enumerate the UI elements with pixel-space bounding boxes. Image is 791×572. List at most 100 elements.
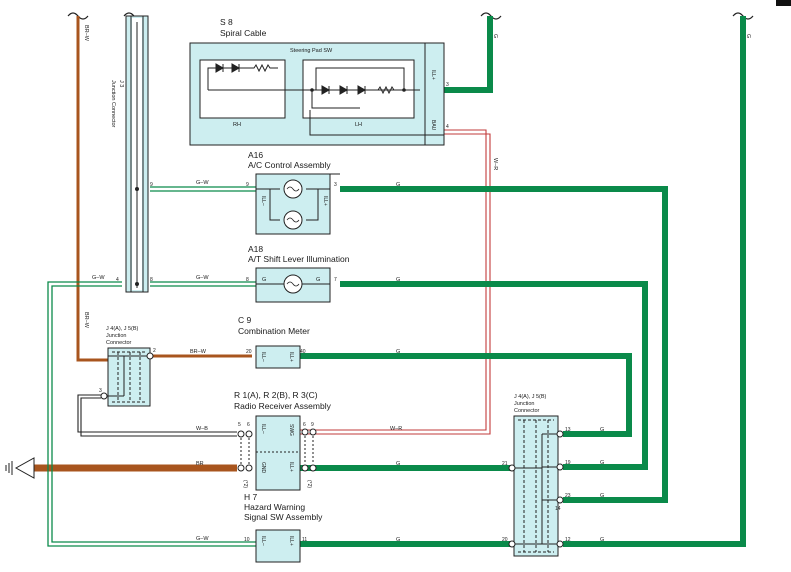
s8-code: S 8 [220,17,233,27]
j4-right-pin-19: 19 [565,460,571,466]
h7-pin-plus: ILL+ [288,536,294,546]
j4-right-pin-20: 20 [502,537,508,543]
h7-name2: Signal SW Assembly [244,512,323,522]
c9-pin-plus: ILL+ [288,352,294,362]
r1-pin-l1: 5 [238,422,241,428]
s8-spiral-cable: S 8 Spiral Cable Steering Pad SW RH LH [189,17,449,146]
r1-pin-ill-plus: ILL+ [288,462,294,472]
s8-rh-label: RH [233,122,241,128]
wires-brown [76,16,252,362]
j4-left-pin-b: 3 [99,388,102,394]
h7-pin-right: 11 [302,537,307,543]
label-g-h7: G [396,537,400,543]
j4-left-pin-a: 2 [153,348,156,354]
j3-name: Junction Connector [110,80,116,128]
j4-right-pin-13: 13 [565,427,571,433]
a18-pin-left-label: G [262,277,266,283]
c9-pin-right: 40 [300,349,306,355]
c9-combination-meter: C 9 Combination Meter ILL– ILL+ 20 40 [238,315,310,369]
label-g-a18: G [396,277,400,283]
j4-right-code: J 4(A), J 5(B) [514,394,547,400]
r1-pin-swg: SWG [288,424,294,436]
a16-pin-minus: ILL– [260,196,266,206]
a18-pin-left: 8 [246,277,249,283]
label-w-r-radio: W–R [390,426,402,432]
s8-pin-ill-num: 3 [446,82,449,88]
j4-right-pin-21: 21 [502,461,508,467]
h7-pin-minus: ILL– [260,536,266,546]
s8-pin-ill: ILL+ [430,70,436,80]
label-g-j4-4: G [600,537,604,543]
a16-ac-control-assembly: A16 A/C Control Assembly ILL– ILL+ 9 3 [246,150,340,235]
h7-code: H 7 [244,492,258,502]
label-w-b: W–B [196,426,208,432]
a18-name: A/T Shift Lever Illumination [248,254,350,264]
j4-right-pin-23: 23 [565,493,571,499]
label-g-w-h7: G–W [196,536,209,542]
wire-w-b [77,394,237,437]
r1-pin-r1: 6 [303,422,306,428]
a18-pin-right-label: G [316,277,320,283]
s8-pin-bau-num: 4 [446,124,449,130]
h7-name: Hazard Warning [244,502,305,512]
j4-left-name2: Connector [106,340,132,346]
r1-note-1: (*2) [242,480,248,488]
label-g-w-left: G–W [92,275,105,281]
label-g-w-a16: G–W [196,180,209,186]
s8-name: Spiral Cable [220,28,267,38]
j4-left-junction-connector: J 4(A), J 5(B) Junction Connector 2 3 [99,326,156,407]
s8-lh-label: LH [355,122,362,128]
j4-right-name2: Connector [514,408,540,414]
c9-name: Combination Meter [238,326,310,336]
r1-pin-gnd: GND [260,462,266,474]
label-br-w-c9: BR–W [190,349,207,355]
s8-pin-bau: BAU [430,120,436,131]
label-g-j4-1: G [600,427,604,433]
a16-pin-plus: ILL+ [322,196,328,206]
label-g-top-2: G [745,34,751,38]
j4-left-name: Junction [106,333,127,339]
r1-pin-l2: 6 [247,422,250,428]
label-g-radio: G [396,461,400,467]
a16-pin-right: 3 [334,182,337,188]
j3-pin-4: 4 [116,277,119,283]
j3-pin-9: 9 [150,182,153,188]
label-g-top-1: G [492,34,498,38]
c9-pin-left: 20 [246,349,252,355]
label-g-j4-3: G [600,493,604,499]
r1-radio-receiver-assembly: R 1(A), R 2(B), R 3(C) Radio Receiver As… [234,390,332,491]
r1-code: R 1(A), R 2(B), R 3(C) [234,390,318,400]
a18-shift-lever-illumination: A18 A/T Shift Lever Illumination G G 8 7 [246,244,350,303]
j3-pin-8: 8 [150,277,153,283]
c9-pin-minus: ILL– [260,352,266,362]
corner-mark [776,0,791,6]
wire-g-w [47,186,256,547]
j4-right-junction-connector: J 4(A), J 5(B) Junction Connector 13 19 … [502,394,571,557]
label-g-c9: G [396,349,400,355]
j4-right-pin-12: 12 [565,537,571,543]
a16-name: A/C Control Assembly [248,160,331,170]
a18-pin-right: 7 [334,277,337,283]
break-marks [67,12,754,20]
a16-code: A16 [248,150,263,160]
r1-pin-r2: 9 [311,422,314,428]
label-w-r-vertical: W–R [492,158,498,170]
j3-junction-connector: J 3 Junction Connector 9 8 4 [110,15,153,293]
label-g-a16: G [396,182,400,188]
r1-name: Radio Receiver Assembly [234,401,332,411]
h7-hazard-warning-switch: H 7 Hazard Warning Signal SW Assembly IL… [244,492,323,563]
ground-symbol [5,457,35,479]
a18-code: A18 [248,244,263,254]
label-g-w-a18: G–W [196,275,209,281]
label-br-w-top: BR–W [83,25,89,42]
j3-code: J 3 [118,80,124,87]
c9-code: C 9 [238,315,252,325]
h7-pin-left: 10 [244,537,250,543]
label-br: BR [196,461,204,467]
a16-pin-left: 9 [246,182,249,188]
j4-left-code: J 4(A), J 5(B) [106,326,139,332]
r1-note-2: (*2) [306,480,312,488]
label-g-j4-2: G [600,460,604,466]
wires-green [300,16,746,547]
